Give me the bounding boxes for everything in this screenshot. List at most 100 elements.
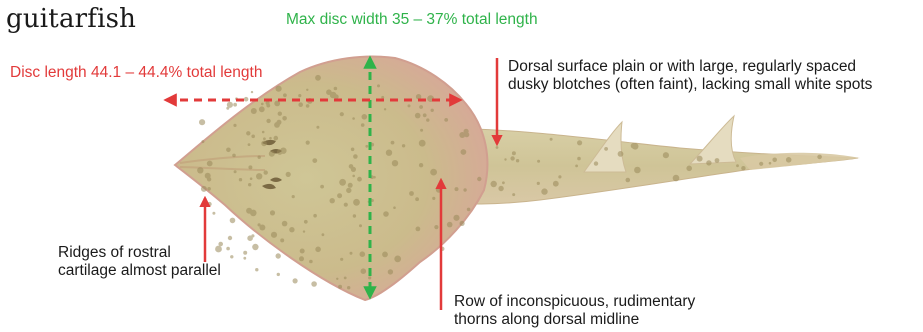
spot (362, 114, 368, 120)
spot (233, 103, 237, 107)
spot (419, 105, 423, 109)
second-dorsal-fin (690, 116, 736, 164)
spot (455, 187, 459, 191)
spot (634, 167, 641, 174)
spot (228, 236, 232, 240)
spot (416, 227, 421, 232)
spot (261, 103, 264, 106)
spot (271, 232, 277, 238)
rostral-ridges-label: Ridges of rostral cartilage almost paral… (58, 244, 221, 280)
spot (315, 247, 321, 253)
spot (460, 221, 465, 226)
spot (510, 156, 514, 160)
spot (269, 137, 272, 140)
spot (419, 140, 426, 147)
spot (381, 96, 384, 99)
spot (357, 177, 362, 182)
spot (477, 177, 481, 181)
spot (251, 91, 253, 93)
spot (315, 75, 321, 81)
spot (261, 141, 267, 147)
rostral-ridges-line-2: cartilage almost parallel (58, 262, 221, 280)
spot (393, 206, 396, 209)
spot (303, 230, 305, 232)
spot (786, 157, 792, 163)
spot (491, 181, 497, 187)
spot (230, 218, 236, 224)
disc-length-label: Disc length 44.1 – 44.4% total length (10, 64, 262, 82)
spot (258, 156, 261, 159)
spot (276, 253, 281, 258)
fish-tail (430, 128, 858, 204)
spot (320, 185, 324, 189)
spot (276, 86, 282, 92)
spot (280, 238, 284, 242)
spot (298, 94, 301, 97)
spot (352, 175, 355, 178)
spot (248, 143, 251, 146)
spot (444, 118, 448, 122)
spot (360, 251, 366, 257)
spot (309, 260, 313, 264)
spot (432, 197, 435, 200)
spot (351, 167, 356, 172)
spot (298, 102, 303, 107)
spot (283, 93, 287, 97)
spot (252, 244, 258, 250)
spot (251, 108, 257, 114)
spot (817, 155, 822, 160)
spot (368, 276, 371, 279)
spot (769, 162, 772, 165)
spot (464, 132, 469, 137)
spot (512, 151, 516, 155)
spot (266, 119, 270, 123)
spot (632, 143, 639, 150)
spot (447, 222, 453, 228)
spot (313, 214, 317, 218)
spot (426, 118, 429, 121)
spot (741, 166, 745, 170)
spot (577, 140, 582, 145)
spot (197, 167, 203, 173)
spot (352, 117, 355, 120)
spot (461, 149, 467, 155)
spot (311, 281, 317, 287)
spot (205, 173, 211, 179)
spot (289, 227, 294, 232)
spot (282, 221, 288, 227)
spot (226, 107, 229, 110)
spot (577, 157, 581, 161)
dorsal-surface-line-1: Dorsal surface plain or with large, regu… (508, 58, 872, 76)
spot (388, 269, 393, 274)
spot (537, 182, 540, 185)
spot (233, 124, 236, 127)
spot (382, 252, 388, 258)
spot (334, 87, 338, 91)
spot (207, 161, 213, 167)
spot (673, 175, 680, 182)
spot (226, 148, 231, 153)
spot (339, 179, 346, 186)
max-disc-width-label: Max disc width 35 – 37% total length (286, 11, 538, 29)
spot (383, 211, 389, 217)
spot (384, 108, 386, 110)
spot (686, 166, 692, 172)
spot (293, 278, 298, 283)
spot (278, 112, 282, 116)
dorsal-surface-label: Dorsal surface plain or with large, regu… (508, 58, 872, 94)
spot (340, 258, 343, 261)
spot (340, 112, 344, 116)
spot (282, 116, 287, 121)
spot (496, 146, 499, 149)
thorns-line-2: thorns along dorsal midline (454, 311, 695, 329)
spot (463, 188, 466, 191)
spot (392, 160, 398, 166)
spot (337, 193, 342, 198)
spot (300, 249, 305, 254)
spot (431, 109, 434, 112)
spot (550, 138, 553, 141)
page-title: guitarfish (6, 4, 136, 34)
spot (212, 212, 215, 215)
spot (248, 165, 252, 169)
